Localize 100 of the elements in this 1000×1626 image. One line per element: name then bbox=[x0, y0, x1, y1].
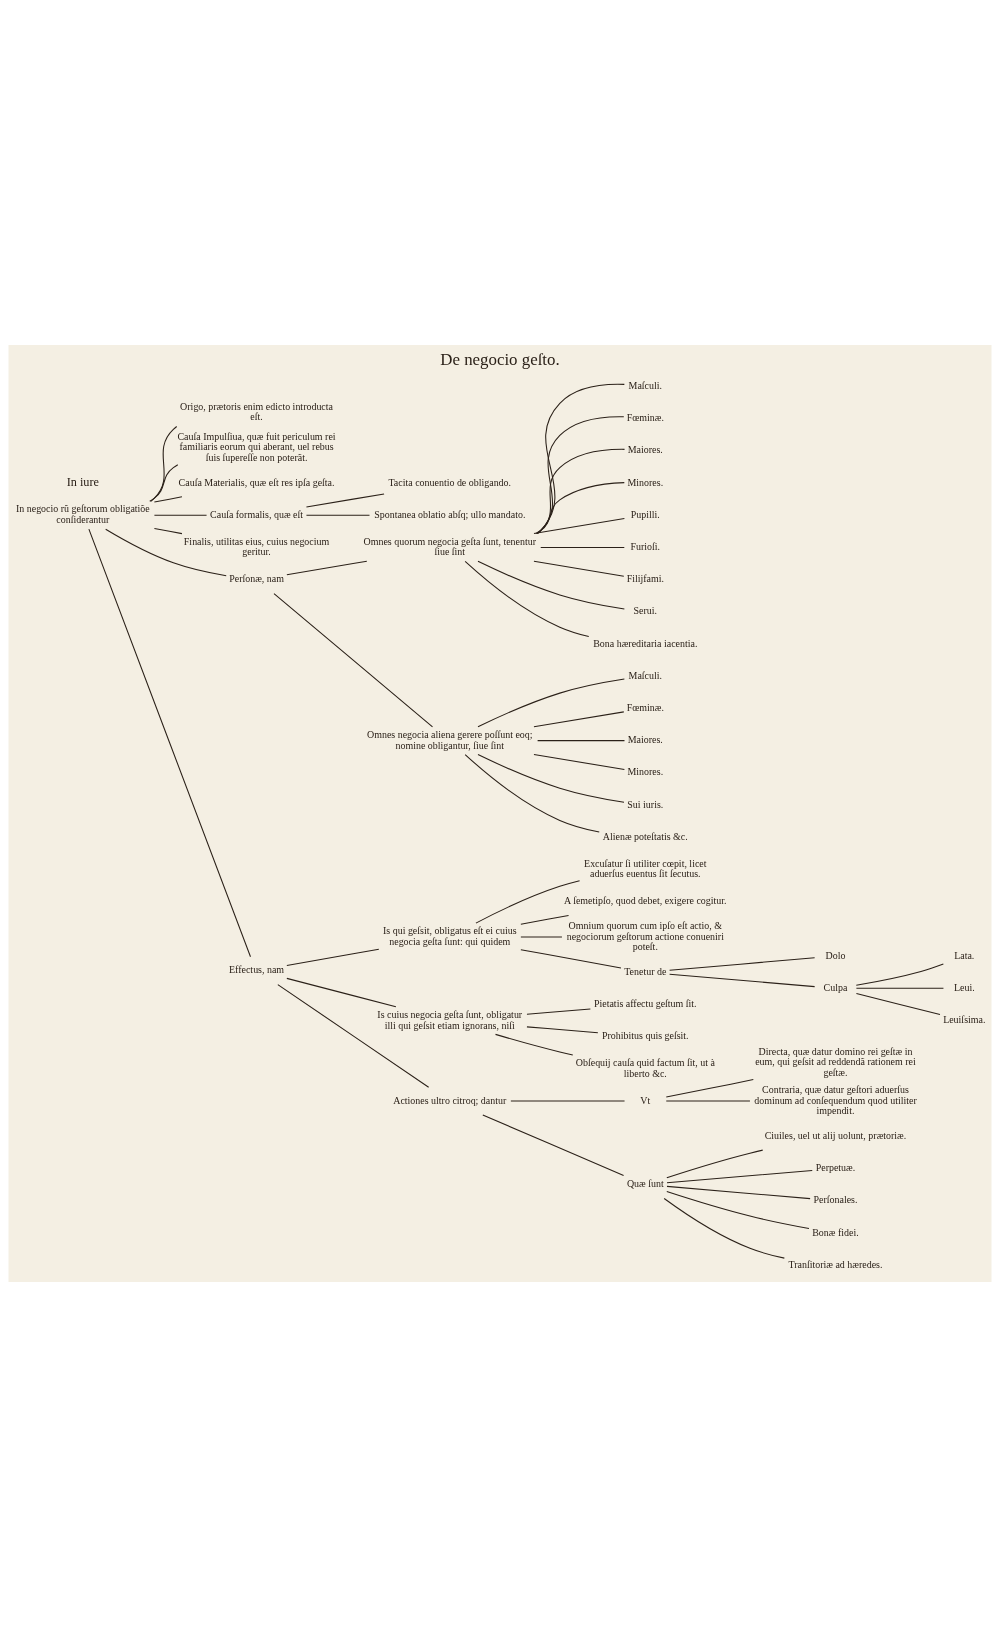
connector bbox=[666, 1169, 813, 1183]
connector bbox=[533, 710, 625, 727]
connector bbox=[464, 753, 600, 833]
connector bbox=[494, 1033, 574, 1056]
node-text: Fœminæ. bbox=[626, 701, 664, 713]
connector bbox=[537, 383, 625, 534]
node-text: Ciuiles, uel ut alij uolunt, prætoriæ. bbox=[764, 1129, 907, 1141]
node-text: Omnes negocia aliena gerere poſſunt eoq; nomine obligantur, ſiue ſint bbox=[367, 728, 533, 751]
node-text: Excuſatur ſi utiliter cœpit, licet aduerſus euentus ſit ſecutus. bbox=[584, 857, 707, 879]
connector bbox=[88, 528, 252, 957]
node-text: Directa, quæ datur domino rei geſtæ in eum, qui geſsit ad reddendã rationem rei geſtæ. bbox=[755, 1045, 916, 1078]
node-text: Cauſa formalis, quæ eſt bbox=[210, 508, 303, 520]
node-text: Filijfami. bbox=[626, 572, 664, 584]
connector bbox=[669, 956, 816, 971]
node-text: Sui iuris. bbox=[627, 798, 664, 810]
node-text: Omnium quorum cum ipſo eſt actio, & negociorum geſtorum actione conueniri poteſt. bbox=[566, 919, 724, 952]
connector bbox=[533, 517, 625, 534]
connector bbox=[153, 495, 183, 503]
connector bbox=[305, 514, 371, 516]
connector bbox=[526, 1007, 591, 1015]
connector bbox=[105, 528, 227, 576]
node-text: Bona hæreditaria iacentia. bbox=[593, 637, 698, 649]
node-text: Maſculi. bbox=[628, 379, 663, 391]
connector bbox=[464, 560, 590, 637]
node-text: Cauſa Impulſiua, quæ fuit periculum rei familiaris eorum qui aberant, uel rebus ſuis ſupereſſe non poterãt. bbox=[177, 430, 336, 463]
node-text: Minores. bbox=[627, 476, 664, 488]
connector bbox=[149, 463, 179, 502]
node-text: Dolo bbox=[825, 949, 846, 961]
connector bbox=[536, 415, 625, 534]
connector bbox=[537, 739, 626, 741]
node-text: Perpetuæ. bbox=[815, 1161, 856, 1173]
node-text: Maiores. bbox=[627, 733, 663, 745]
node-text: Omnes quorum negocia geſta ſunt, tenentur ſiue ſint bbox=[363, 535, 537, 557]
connector bbox=[153, 527, 183, 534]
connector bbox=[540, 546, 625, 548]
connector bbox=[477, 560, 625, 610]
node-text: Perſonales. bbox=[813, 1193, 858, 1205]
node-text: Perſonæ, nam bbox=[229, 572, 284, 584]
node-text: Fœminæ. bbox=[626, 411, 664, 423]
connector bbox=[855, 963, 944, 986]
connector bbox=[855, 992, 941, 1015]
node-text: Maiores. bbox=[627, 443, 663, 455]
node-text: Tranſitoriæ ad hæredes. bbox=[788, 1258, 883, 1270]
node-text: Pietatis affectu geſtum ſit. bbox=[593, 997, 697, 1009]
connector bbox=[666, 1149, 764, 1178]
diagram-title: De negocio geſto. bbox=[440, 349, 560, 369]
node-text: Effectus, nam bbox=[229, 963, 285, 975]
connector bbox=[855, 987, 944, 989]
connector bbox=[477, 753, 625, 803]
connector bbox=[666, 1185, 811, 1199]
connector bbox=[663, 1197, 785, 1259]
connector bbox=[277, 983, 430, 1088]
node-text: Serui. bbox=[633, 604, 658, 616]
connector bbox=[666, 1190, 810, 1229]
connector bbox=[477, 678, 625, 727]
node-text: Maſculi. bbox=[628, 669, 663, 681]
connector bbox=[533, 753, 625, 770]
connector bbox=[665, 1078, 754, 1098]
node-text: Furioſi. bbox=[630, 540, 661, 552]
connector bbox=[669, 973, 816, 987]
node-text: Prohibitus quis geſsit. bbox=[602, 1029, 689, 1041]
node-text: Obſequij cauſa quid factum ſit, ut à liberto &c. bbox=[575, 1056, 715, 1079]
connector bbox=[526, 1025, 599, 1033]
connector bbox=[153, 514, 208, 516]
node-text: Pupilli. bbox=[630, 508, 660, 520]
node-text: Origo, prætoris enim edicto introducta eſt. bbox=[180, 400, 333, 422]
node-text: Contraria, quæ datur geſtori aduerſus dominum ad conſequendum quod utiliter impendit. bbox=[754, 1083, 917, 1116]
node-text: Minores. bbox=[627, 765, 664, 777]
node-text: A ſemetipſo, quod debet, exigere cogitur. bbox=[564, 894, 727, 906]
node-text: Alienæ poteſtatis &c. bbox=[602, 830, 688, 842]
node-text: Is qui geſsit, obligatus eſt ei cuius negocia geſta ſunt: qui quidem bbox=[383, 924, 517, 947]
node-text: Tacita conuentio de obligando. bbox=[388, 476, 512, 488]
node-text: Bonæ fidei. bbox=[812, 1226, 859, 1238]
connector bbox=[286, 560, 368, 575]
connector bbox=[286, 977, 397, 1007]
node-text: Actiones ultro citroq; dantur bbox=[393, 1094, 507, 1106]
connector bbox=[482, 1113, 625, 1176]
node-text: Vt bbox=[640, 1094, 651, 1106]
node-text: Leui. bbox=[953, 981, 975, 993]
node-text: Is cuius negocia geſta ſunt, obligatur illi qui geſsit etiam ignorans, niſi bbox=[377, 1008, 523, 1030]
node-text: Quæ ſunt bbox=[626, 1177, 664, 1189]
connector bbox=[305, 492, 385, 507]
connector bbox=[535, 481, 625, 534]
connector bbox=[536, 448, 626, 534]
connector bbox=[273, 592, 434, 727]
node-text: Cauſa Materialis, quæ eſt res ipſa geſta. bbox=[178, 476, 335, 488]
node-text: Finalis, utilitas eius, cuius negocium geritur. bbox=[183, 535, 330, 557]
connector bbox=[520, 948, 622, 968]
node-text: Lata. bbox=[954, 949, 975, 961]
node-text: In negocio rũ geſtorum obligatiõe conſiderantur bbox=[15, 502, 150, 525]
connector bbox=[533, 560, 625, 577]
connector bbox=[150, 425, 178, 502]
node-text: Spontanea oblatio abſq; ullo mandato. bbox=[374, 508, 526, 520]
connector bbox=[286, 948, 380, 966]
connector bbox=[475, 879, 581, 924]
label: In iure bbox=[66, 474, 100, 489]
connector bbox=[520, 914, 570, 925]
node-text: Leuiſsima. bbox=[943, 1013, 986, 1025]
node-text: Culpa bbox=[823, 981, 848, 993]
node-text: Tenetur de bbox=[624, 965, 667, 977]
